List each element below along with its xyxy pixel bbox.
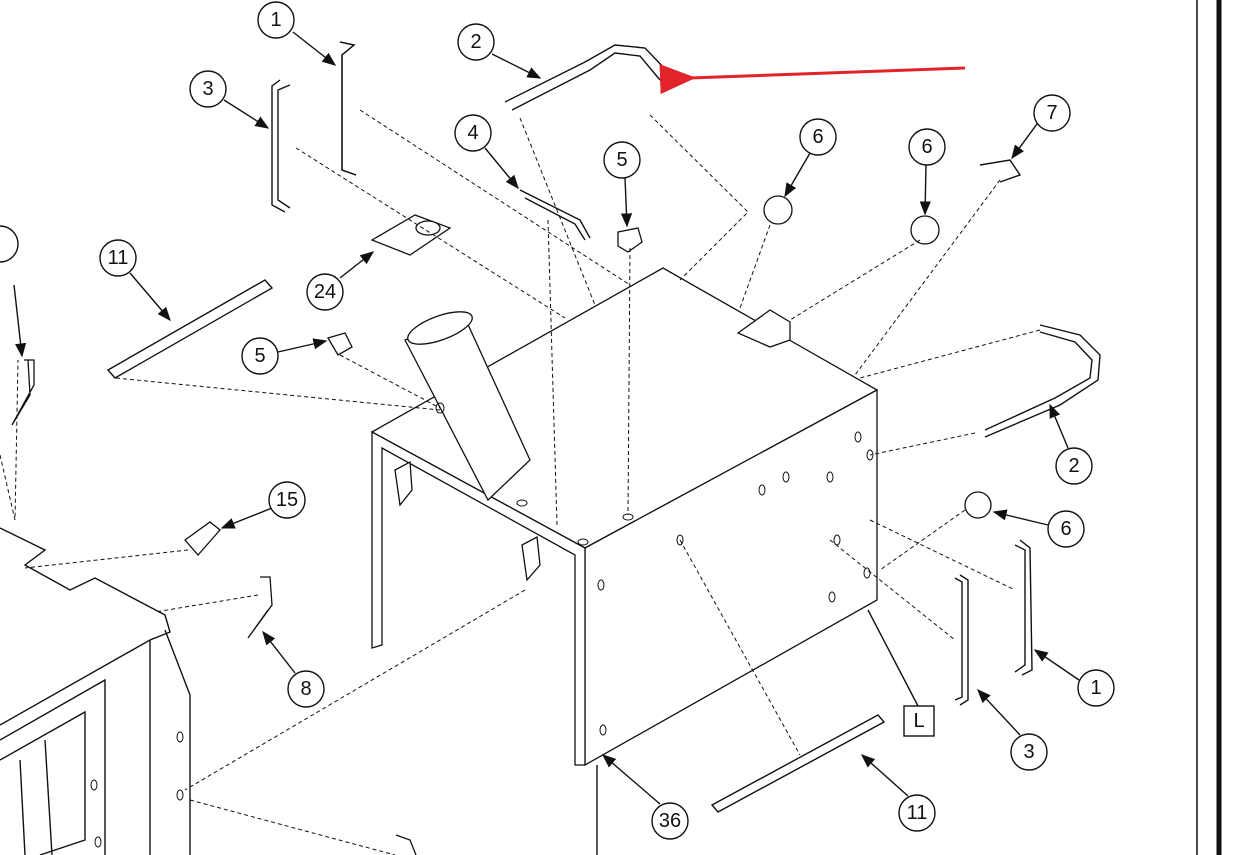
callout: 4 bbox=[454, 114, 492, 152]
callout-label: 2 bbox=[1068, 455, 1079, 477]
callout-label: 24 bbox=[314, 281, 336, 303]
callout: 6 bbox=[799, 118, 837, 156]
page-border bbox=[1196, 0, 1222, 855]
callout-label: 36 bbox=[659, 810, 681, 832]
callout-label: 6 bbox=[812, 126, 823, 148]
callout: 6 bbox=[1047, 510, 1085, 548]
callout-label: 5 bbox=[616, 149, 627, 171]
callout: 3 bbox=[1010, 733, 1048, 771]
callout: 8 bbox=[287, 670, 325, 708]
callout-label: 6 bbox=[921, 136, 932, 158]
callout-label: 2 bbox=[470, 31, 481, 53]
callout-label: 11 bbox=[907, 802, 928, 824]
location-marker: L bbox=[903, 705, 935, 737]
frame-structure bbox=[0, 225, 417, 855]
callout-label: 6 bbox=[1060, 518, 1071, 540]
callout-label: 1 bbox=[270, 9, 281, 31]
callout-label: 4 bbox=[467, 122, 478, 144]
callout: 11 bbox=[99, 239, 137, 277]
callout: 5 bbox=[241, 337, 279, 375]
callout: 3 bbox=[189, 70, 227, 108]
callout: 6 bbox=[908, 128, 946, 166]
callout: 11 bbox=[898, 794, 936, 832]
callout-label: 8 bbox=[300, 678, 311, 700]
callout-label: 5 bbox=[254, 345, 265, 367]
callout: 36 bbox=[651, 802, 689, 840]
callout: 5 bbox=[603, 141, 641, 179]
reference-lines bbox=[0, 109, 1041, 855]
callout: 1 bbox=[257, 1, 295, 39]
callout-label: 7 bbox=[1046, 102, 1057, 124]
callout-label: 11 bbox=[108, 247, 129, 269]
callout: 2 bbox=[1055, 447, 1093, 485]
callout-label: 3 bbox=[202, 78, 213, 100]
callout-label: 3 bbox=[1023, 741, 1034, 763]
callout: 15 bbox=[268, 481, 306, 519]
location-marker-label: L bbox=[913, 710, 924, 732]
parts bbox=[106, 41, 1101, 813]
callout: 7 bbox=[1033, 94, 1071, 132]
main-enclosure bbox=[370, 267, 879, 855]
highlight-arrow bbox=[659, 64, 966, 95]
callout: 2 bbox=[457, 23, 495, 61]
callout-arrows bbox=[13, 31, 1080, 805]
callout-label: 1 bbox=[1090, 677, 1101, 699]
callout-label: 15 bbox=[276, 489, 298, 511]
callout: 1 bbox=[1077, 669, 1115, 707]
callout: 24 bbox=[306, 273, 344, 311]
